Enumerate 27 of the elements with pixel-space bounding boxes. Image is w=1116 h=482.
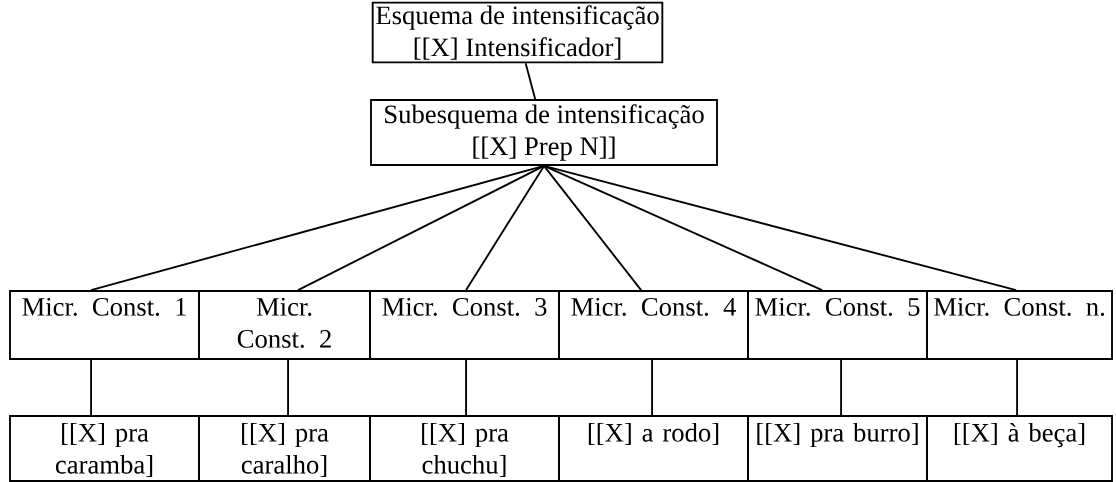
connector-line (543, 165, 1017, 291)
construction-cell: [[X] pra burro] (747, 415, 928, 482)
connector-line (1016, 359, 1018, 416)
construction-cell: [[X] pra caralho] (198, 415, 371, 482)
construction-cell: [[X] à beça] (926, 415, 1113, 482)
schema-box: Esquema de intensificação [[X] Intensificador] (371, 1, 664, 64)
connector-line (840, 359, 842, 416)
connector-line (543, 165, 823, 291)
micro-construction-box: Micr. Const. 3 (369, 290, 560, 360)
subschema-box: Subesquema de intensificação [[X] Prep N]] (370, 99, 718, 166)
micro-construction-box: Micr. Const. 1 (9, 290, 200, 360)
construction-cell: [[X] pra caramba] (9, 415, 200, 482)
connector-line (465, 359, 467, 416)
connector-line (90, 165, 545, 291)
connector-line (90, 359, 92, 416)
connector-line (465, 165, 545, 291)
micro-construction-box: Micr. Const. 2 (198, 290, 371, 360)
connector-line (287, 359, 289, 416)
micro-construction-box: Micr. Const. 4 (558, 290, 749, 360)
connector-line (543, 165, 642, 291)
connector-line (651, 359, 653, 416)
connector-line (524, 62, 537, 100)
connector-line (297, 165, 545, 291)
micro-construction-box: Micr. Const. 5 (747, 290, 928, 360)
construction-cell: [[X] pra chuchu] (369, 415, 560, 482)
construction-cell: [[X] a rodo] (558, 415, 749, 482)
micro-construction-box: Micr. Const. n. (926, 290, 1113, 360)
